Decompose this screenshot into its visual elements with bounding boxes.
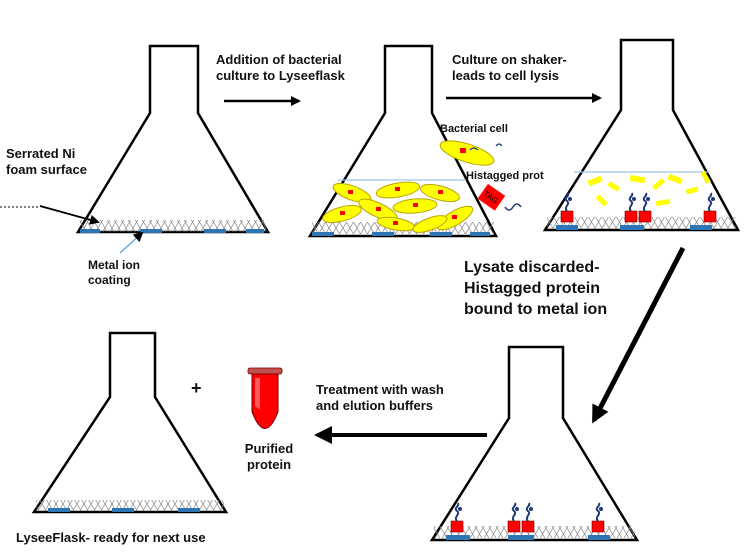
label-line: protein [246,457,292,473]
pointer-surface [39,205,100,225]
label-line: Metal ion [88,258,141,272]
legend-histag-icon: TAG [477,183,522,211]
label-line: Serrated Ni [6,146,76,161]
flask-1 [75,44,271,234]
label-purified-protein: Purified protein [236,441,302,474]
pointer-coating [119,231,144,254]
label-line: Purified [244,441,294,456]
label-line: foam surface [6,162,87,178]
label-line: bound to metal ion [464,300,608,318]
label-line: Lysate discarded- [464,259,600,276]
label-addition-of-culture: Addition of bacterial culture to Lyseefl… [216,52,345,85]
purified-protein-tube-icon [247,367,283,429]
lysed-cell-fragments [587,170,711,207]
label-line: leads to cell lysis [452,68,559,84]
label-wash-elution-treatment: Treatment with wash and elution buffers [316,382,444,415]
label-line: culture to Lyseeflask [216,68,345,84]
flask-5 [31,331,229,514]
label-lyseeflask-ready: LyseeFlask- ready for next use [16,530,206,545]
label-metal-ion-coating: Metal ion coating [88,258,140,288]
label-line: Culture on shaker- [452,52,567,67]
label-serrated-ni-surface: Serrated Ni foam surface [6,146,87,179]
label-culture-on-shaker: Culture on shaker- leads to cell lysis [452,52,567,85]
legend-bacterial-cell-icon [439,140,503,166]
arrow-step-3-to-4 [591,246,686,424]
label-line: Addition of bacterial [216,52,342,67]
label-line: Histagged protein [464,279,601,297]
label-line: coating [88,273,131,287]
label-histagged-prot: Histagged prot [466,170,544,182]
flask-4 [429,345,640,542]
label-bacterial-cell: Bacterial cell [440,123,508,135]
metal-coating-1 [80,229,264,233]
label-line: Treatment with wash [316,382,444,397]
flask-2 [307,44,499,238]
flask-3 [542,38,741,232]
label-lysate-discarded: Lysate discarded- Histagged protein boun… [464,258,607,320]
label-line: and elution buffers [316,398,433,414]
plus-sign: + [191,378,202,398]
